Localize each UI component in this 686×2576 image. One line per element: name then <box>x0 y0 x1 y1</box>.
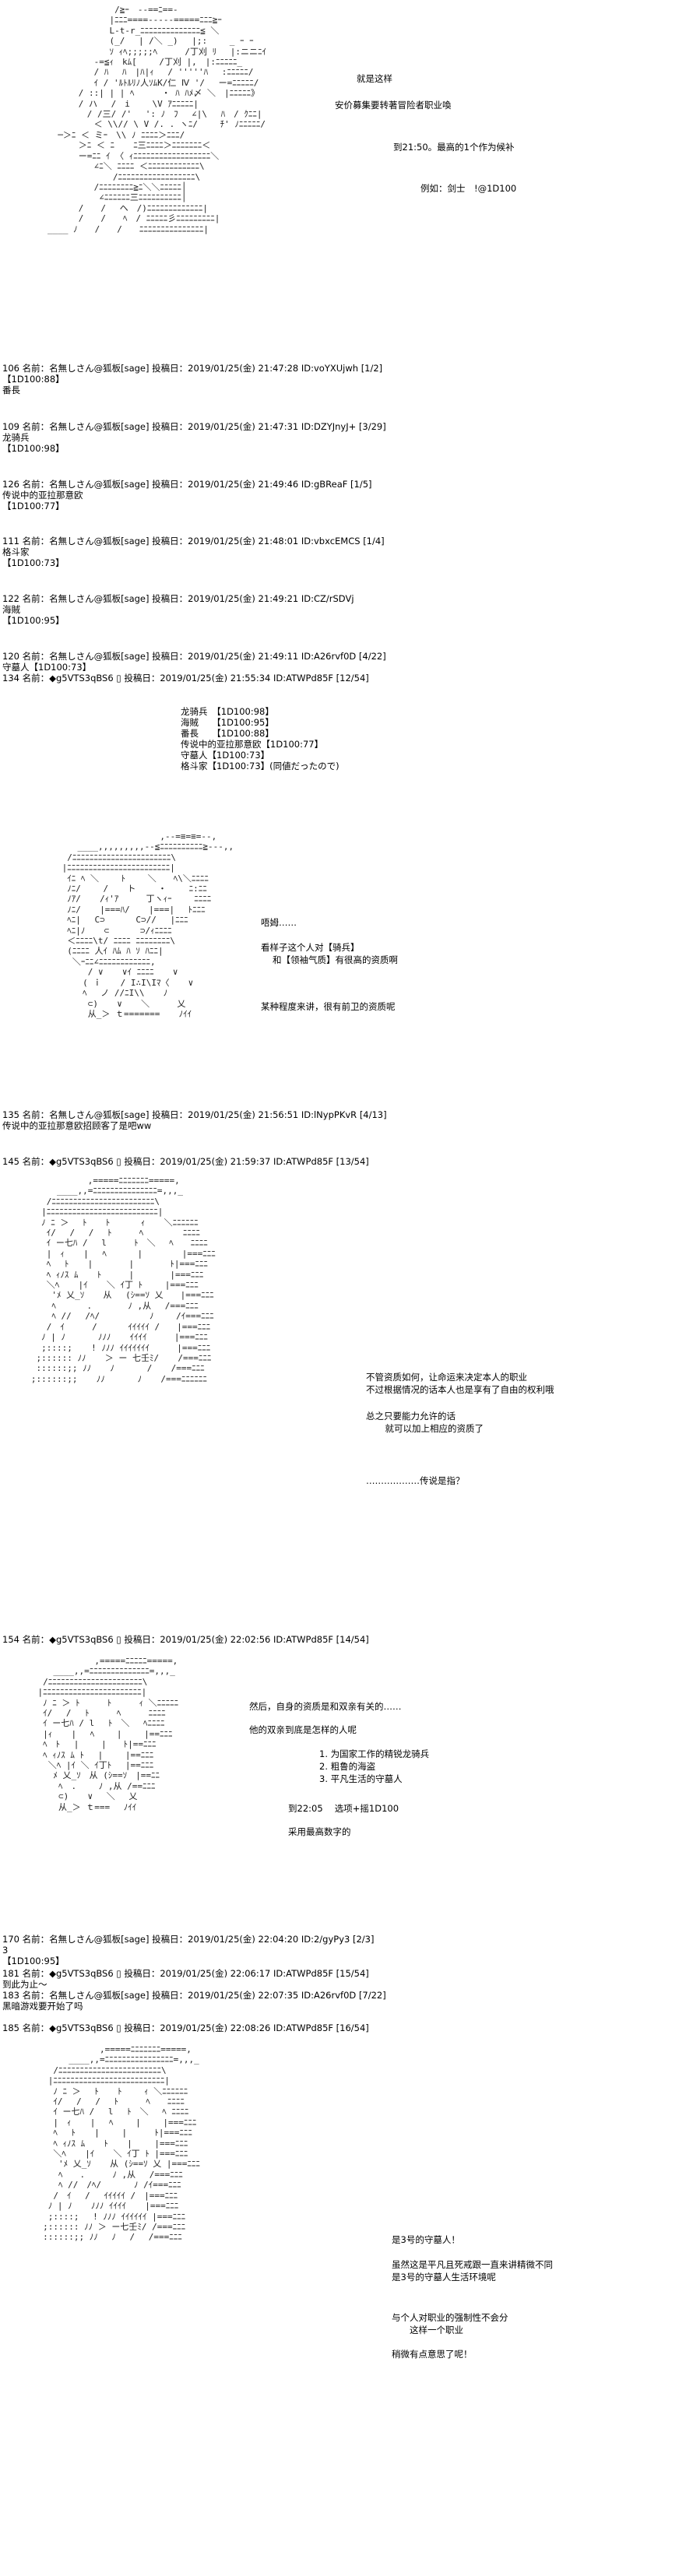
ascii-art-girl: ,=====ﾆﾆﾆﾆﾆ=====, ____,,=ﾆﾆﾆﾆﾆﾆﾆﾆﾆﾆﾆﾆﾆﾆ=… <box>37 1656 179 1812</box>
post-body: 【1D100:88】 番長 <box>2 374 65 395</box>
text-line: 采用最高数字的 <box>288 1826 351 1837</box>
post-header: 122 名前：名無しさん@狐板[sage] 投稿日：2019/01/25(金) … <box>2 593 354 604</box>
text-line: 就可以加上相应的资质了 <box>358 1423 484 1434</box>
post-header: 134 名前：◆g5VTS3qBS6 ▯ 投稿日：2019/01/25(金) 2… <box>2 673 369 684</box>
post-body: 传说中的亚拉那意欧招顾客了是吧ww <box>2 1120 152 1131</box>
text-line: 到21:50。最高的1个作为候补 <box>393 142 515 153</box>
post-header: 154 名前：◆g5VTS3qBS6 ▯ 投稿日：2019/01/25(金) 2… <box>2 1634 369 1645</box>
post-header: 111 名前：名無しさん@狐板[sage] 投稿日：2019/01/25(金) … <box>2 536 385 546</box>
text-line: 某种程度来讲，很有前卫的资质呢 <box>261 1001 396 1012</box>
post-header: 120 名前：名無しさん@狐板[sage] 投稿日：2019/01/25(金) … <box>2 651 386 662</box>
post-header: 135 名前：名無しさん@狐板[sage] 投稿日：2019/01/25(金) … <box>2 1109 387 1120</box>
post-body: 格斗家 【1D100:73】 <box>2 546 65 568</box>
post-body: 到此为止～ <box>2 1979 47 1990</box>
text-line: 安价募集要转著冒险者职业喚 <box>335 100 452 111</box>
text-line: 与个人对职业的强制性不会分 <box>392 2312 508 2323</box>
post-header: 106 名前：名無しさん@狐板[sage] 投稿日：2019/01/25(金) … <box>2 363 383 374</box>
post-body: 黑暗游戏要开始了吗 <box>2 2001 83 2012</box>
text-line: 是3号的守墓人生活环境呢 <box>392 2272 496 2283</box>
post-header: 109 名前：名無しさん@狐板[sage] 投稿日：2019/01/25(金) … <box>2 421 386 432</box>
text-line: 这样一个职业 <box>392 2325 463 2335</box>
ascii-art-girl: ,=====ﾆﾆﾆﾆﾆﾆﾆ=====, ____,,=ﾆﾆﾆﾆﾆﾆﾆﾆﾆﾆﾆﾆﾆ… <box>30 1176 216 1384</box>
text-line: 例如：剑士 !@1D100 <box>420 183 517 194</box>
ascii-art-girl: ,--=≡=≡=--, ____,,,,,,,,,--≦ﾆﾆﾆﾆﾆﾆﾆﾆﾆﾆ≧-… <box>62 831 234 1019</box>
post-body: 传说中的亚拉那意欧 【1D100:77】 <box>2 490 83 511</box>
text-line: 总之只要能力允许的话 <box>366 1411 456 1422</box>
post-header: 185 名前：◆g5VTS3qBS6 ▯ 投稿日：2019/01/25(金) 2… <box>2 2022 369 2033</box>
text-line: 是3号的守墓人！ <box>392 2234 460 2245</box>
text-line: 3. 平凡生活的守墓人 <box>319 1773 403 1784</box>
ascii-art-girl: ,=====ﾆﾆﾆﾆﾆﾆﾆ=====, ____,,=ﾆﾆﾆﾆﾆﾆﾆﾆﾆﾆﾆﾆﾆ… <box>43 2044 200 2243</box>
text-line: 虽然这是平凡且死戒跟一直来讲精微不同 <box>392 2259 553 2270</box>
post-body: 龙骑兵 【1D100:98】 <box>2 432 65 454</box>
result-list: 龙骑兵 【1D100:98】 海賊 【1D100:95】 番長 【1D100:8… <box>181 706 339 771</box>
text-line: 就是这样 <box>357 73 392 84</box>
text-line: 到22:05 选项+摇1D100 <box>288 1803 399 1814</box>
post-header: 183 名前：名無しさん@狐板[sage] 投稿日：2019/01/25(金) … <box>2 1990 386 2001</box>
post-body: 守墓人【1D100:73】 <box>2 662 92 673</box>
post-header: 145 名前：◆g5VTS3qBS6 ▯ 投稿日：2019/01/25(金) 2… <box>2 1156 369 1167</box>
text-line: 稍微有点意思了呢！ <box>392 2349 473 2360</box>
post-header: 126 名前：名無しさん@狐板[sage] 投稿日：2019/01/25(金) … <box>2 479 372 490</box>
text-line: 不管资质如何，让命运来决定本人的职业 <box>366 1372 527 1383</box>
text-line: 他的双亲到底是怎样的人呢 <box>249 1724 357 1735</box>
ascii-art-knight: /≧ｰ --==ﾆ==- |ﾆﾆﾆ====-----=====ﾆﾆﾆ≧ｰ L-t… <box>47 5 267 234</box>
text-line: 然后，自身的资质是和双亲有关的…… <box>249 1701 402 1712</box>
post-body: 3 【1D100:95】 <box>2 1945 65 1966</box>
text-line: 1. 为国家工作的精锐龙骑兵 <box>319 1748 430 1759</box>
post-header: 170 名前：名無しさん@狐板[sage] 投稿日：2019/01/25(金) … <box>2 1934 375 1945</box>
text-line: 看样子这个人对【骑兵】 <box>261 942 360 953</box>
text-line: 和【领袖气质】有很高的资质啊 <box>273 954 398 965</box>
text-line: 2. 粗鲁的海盗 <box>319 1761 376 1772</box>
text-line: 唔姆…… <box>261 917 297 928</box>
post-body: 海賊 【1D100:95】 <box>2 604 65 626</box>
text-line: 不过根据情况的话本人也是享有了自由的权利哦 <box>276 1384 554 1395</box>
text-line: ………………传说是指？ <box>366 1475 465 1486</box>
post-header: 181 名前：◆g5VTS3qBS6 ▯ 投稿日：2019/01/25(金) 2… <box>2 1968 369 1979</box>
